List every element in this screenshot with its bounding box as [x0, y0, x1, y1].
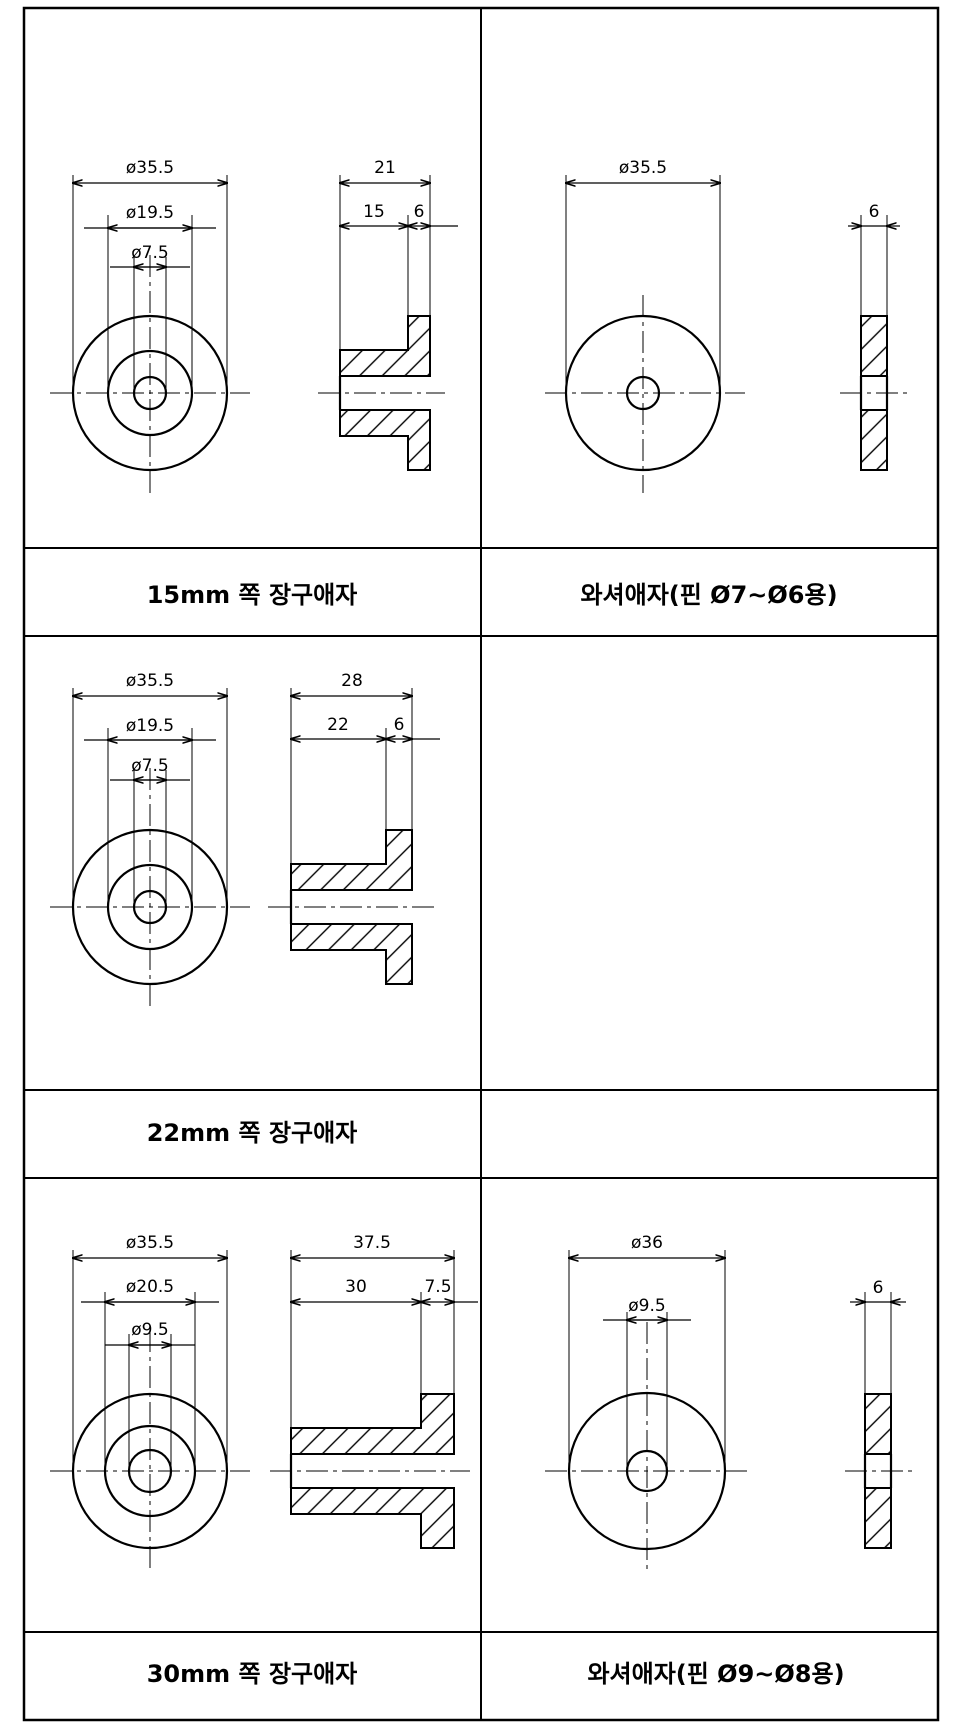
dim-thickness: 6	[869, 202, 880, 222]
panel-22mm-spool-insulator: ø35.5 ø19.5 ø7.5 28 22 6 22mm 쪽 장구애자	[50, 671, 440, 1147]
dim-outer-diameter: ø35.5	[126, 1233, 174, 1253]
section-view: 6	[840, 202, 910, 471]
dim-bore-diameter: ø7.5	[131, 756, 168, 776]
front-view: ø36 ø9.5	[545, 1233, 750, 1572]
dim-flange-thickness: 6	[394, 715, 405, 735]
dim-shank-length: 30	[345, 1277, 367, 1297]
section-view: 6	[845, 1278, 915, 1549]
front-view: ø35.5	[545, 158, 745, 493]
dim-bore-diameter: ø9.5	[628, 1296, 665, 1316]
dim-flange-thickness: 7.5	[424, 1277, 451, 1297]
front-view: ø35.5 ø19.5 ø7.5	[50, 671, 250, 1007]
dim-flange-diameter: ø19.5	[126, 716, 174, 736]
dim-outer-diameter: ø36	[631, 1233, 663, 1253]
panel-caption: 와셔애자(핀 Ø7~Ø6용)	[580, 581, 837, 609]
dim-flange-diameter: ø19.5	[126, 203, 174, 223]
dim-overall-length: 21	[374, 158, 396, 178]
dim-outer-diameter: ø35.5	[619, 158, 667, 178]
dim-bore-diameter: ø7.5	[131, 243, 168, 263]
dim-flange-diameter: ø20.5	[126, 1277, 174, 1297]
dim-overall-length: 37.5	[353, 1233, 391, 1253]
panel-washer-insulator-large: ø36 ø9.5 6 와셔애자(핀 Ø9~Ø8용)	[545, 1233, 915, 1688]
dim-bore-diameter: ø9.5	[131, 1320, 168, 1340]
dim-flange-thickness: 6	[414, 202, 425, 222]
dim-outer-diameter: ø35.5	[126, 158, 174, 178]
panel-15mm-spool-insulator: ø35.5 ø19.5 ø7.5 21 15 6 15mm 쪽 장구애자	[50, 158, 458, 609]
panel-washer-insulator-small: ø35.5 6 와셔애자(핀 Ø7~Ø6용)	[545, 158, 910, 609]
front-view: ø35.5 ø20.5 ø9.5	[50, 1233, 250, 1572]
section-view: 28 22 6	[268, 671, 440, 985]
dim-thickness: 6	[873, 1278, 884, 1298]
panel-caption: 30mm 쪽 장구애자	[147, 1660, 358, 1688]
dim-shank-length: 15	[363, 202, 385, 222]
panel-caption: 15mm 쪽 장구애자	[147, 581, 358, 609]
panel-caption: 22mm 쪽 장구애자	[147, 1119, 358, 1147]
dim-outer-diameter: ø35.5	[126, 671, 174, 691]
table-grid	[22, 6, 940, 1722]
section-view: 21 15 6	[318, 158, 458, 471]
front-view: ø35.5 ø19.5 ø7.5	[50, 158, 250, 493]
panel-caption: 와셔애자(핀 Ø9~Ø8용)	[587, 1660, 844, 1688]
dim-overall-length: 28	[341, 671, 363, 691]
section-view: 37.5 30 7.5	[270, 1233, 478, 1549]
dim-shank-length: 22	[327, 715, 349, 735]
panel-30mm-spool-insulator: ø35.5 ø20.5 ø9.5 37.5 30 7.5 30mm 쪽 장구애자	[50, 1233, 478, 1688]
